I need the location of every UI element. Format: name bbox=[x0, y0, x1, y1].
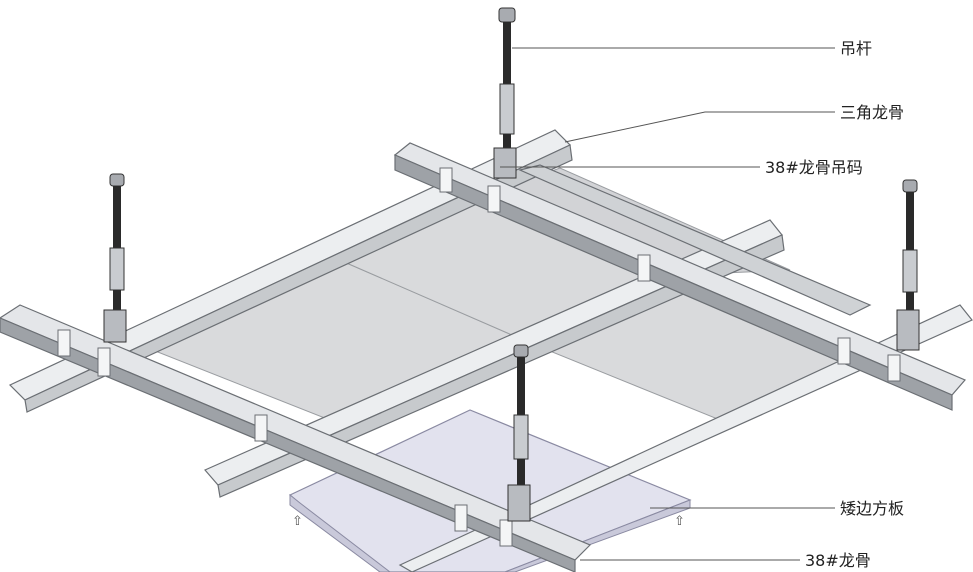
main-keel bbox=[0, 317, 576, 572]
keel-clip bbox=[57, 329, 71, 357]
drop-edge-panel-rim bbox=[289, 493, 391, 572]
hanger-rod bbox=[896, 179, 920, 351]
label-drop-edge-panel: 矮边方板 bbox=[840, 499, 904, 518]
hanger-rods bbox=[103, 7, 920, 522]
callout-labels: 吊杆 三角龙骨 38#龙骨吊码 矮边方板 38#龙骨 bbox=[765, 39, 904, 570]
triangle-keels bbox=[8, 129, 973, 572]
keel-clip bbox=[439, 167, 453, 193]
keel-clip bbox=[499, 519, 513, 547]
keel-clip bbox=[637, 254, 651, 282]
callout-line-triangle-keel bbox=[564, 111, 835, 143]
label-triangle-keel: 三角龙骨 bbox=[840, 103, 904, 122]
keel-clip bbox=[254, 414, 268, 442]
keel-clips bbox=[57, 167, 901, 547]
label-keel-hanger-clip: 38#龙骨吊码 bbox=[765, 158, 863, 177]
callout-lines bbox=[500, 47, 835, 561]
arrow-marker-right: ⇧ bbox=[674, 514, 685, 529]
hanger-rod bbox=[507, 344, 531, 522]
hanger-rod bbox=[103, 173, 127, 343]
keel-clip bbox=[487, 185, 501, 213]
label-hanger-rod: 吊杆 bbox=[840, 39, 872, 58]
triangle-keel bbox=[398, 304, 973, 572]
hanger-rod bbox=[493, 7, 517, 179]
triangle-keel bbox=[24, 144, 573, 413]
triangle-keel bbox=[217, 234, 785, 498]
keel-clip bbox=[97, 347, 111, 377]
main-keel bbox=[394, 154, 953, 411]
label-main-keel: 38#龙骨 bbox=[805, 551, 871, 570]
keel-clip bbox=[887, 354, 901, 382]
keel-clip bbox=[454, 504, 468, 532]
keel-clip bbox=[837, 337, 851, 365]
arrow-marker-left: ⇧ bbox=[292, 514, 303, 529]
main-keels bbox=[0, 142, 966, 572]
